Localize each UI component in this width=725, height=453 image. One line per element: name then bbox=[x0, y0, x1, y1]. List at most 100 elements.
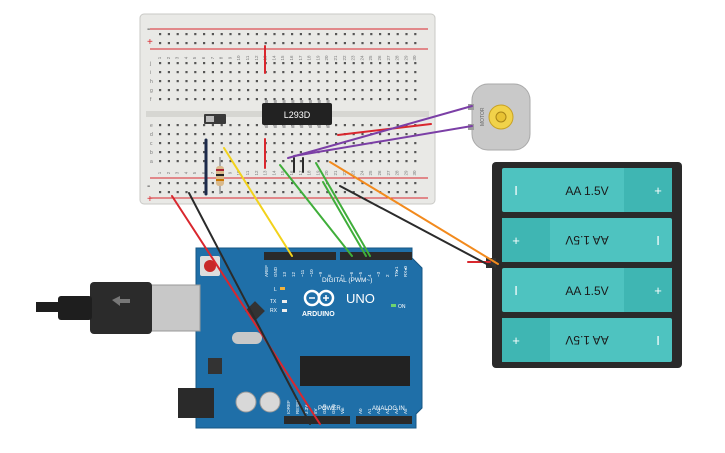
breadboard-hole[interactable] bbox=[317, 80, 320, 83]
rail-hole[interactable] bbox=[370, 33, 373, 36]
breadboard-hole[interactable] bbox=[255, 71, 258, 74]
breadboard-hole[interactable] bbox=[343, 80, 346, 83]
rail-hole[interactable] bbox=[211, 42, 214, 45]
breadboard-hole[interactable] bbox=[405, 89, 408, 92]
rail-hole[interactable] bbox=[343, 33, 346, 36]
breadboard-hole[interactable] bbox=[370, 71, 373, 74]
breadboard-hole[interactable] bbox=[379, 142, 382, 145]
rail-hole[interactable] bbox=[387, 33, 390, 36]
breadboard-hole[interactable] bbox=[299, 98, 302, 101]
breadboard-hole[interactable] bbox=[343, 124, 346, 127]
breadboard-hole[interactable] bbox=[211, 133, 214, 136]
breadboard-hole[interactable] bbox=[335, 71, 338, 74]
breadboard-hole[interactable] bbox=[229, 89, 232, 92]
breadboard-hole[interactable] bbox=[326, 151, 329, 154]
breadboard-hole[interactable] bbox=[211, 89, 214, 92]
rail-hole[interactable] bbox=[229, 182, 232, 185]
breadboard-hole[interactable] bbox=[194, 62, 197, 65]
rail-hole[interactable] bbox=[238, 42, 241, 45]
breadboard-hole[interactable] bbox=[185, 151, 188, 154]
rail-hole[interactable] bbox=[308, 191, 311, 194]
rail-hole[interactable] bbox=[396, 191, 399, 194]
breadboard-hole[interactable] bbox=[414, 98, 417, 101]
breadboard-hole[interactable] bbox=[203, 151, 206, 154]
breadboard-hole[interactable] bbox=[273, 98, 276, 101]
breadboard-hole[interactable] bbox=[379, 89, 382, 92]
breadboard-hole[interactable] bbox=[396, 71, 399, 74]
breadboard-hole[interactable] bbox=[211, 142, 214, 145]
breadboard-hole[interactable] bbox=[326, 98, 329, 101]
breadboard-hole[interactable] bbox=[405, 151, 408, 154]
breadboard-hole[interactable] bbox=[396, 62, 399, 65]
breadboard-hole[interactable] bbox=[396, 80, 399, 83]
breadboard-hole[interactable] bbox=[159, 142, 162, 145]
rail-hole[interactable] bbox=[299, 182, 302, 185]
wire-green-3[interactable] bbox=[322, 181, 367, 257]
rail-hole[interactable] bbox=[396, 33, 399, 36]
dc-motor[interactable]: MOTOR bbox=[468, 83, 531, 151]
breadboard-hole[interactable] bbox=[255, 89, 258, 92]
breadboard-hole[interactable] bbox=[379, 133, 382, 136]
breadboard-hole[interactable] bbox=[167, 80, 170, 83]
reset-button-cap[interactable] bbox=[204, 260, 216, 272]
breadboard-hole[interactable] bbox=[273, 142, 276, 145]
breadboard-hole[interactable] bbox=[308, 142, 311, 145]
breadboard-hole[interactable] bbox=[308, 133, 311, 136]
breadboard-hole[interactable] bbox=[247, 71, 250, 74]
rail-hole[interactable] bbox=[273, 191, 276, 194]
breadboard-hole[interactable] bbox=[282, 142, 285, 145]
breadboard-hole[interactable] bbox=[167, 62, 170, 65]
rail-hole[interactable] bbox=[352, 42, 355, 45]
breadboard-hole[interactable] bbox=[352, 98, 355, 101]
breadboard-hole[interactable] bbox=[405, 71, 408, 74]
breadboard-hole[interactable] bbox=[361, 133, 364, 136]
resistor[interactable] bbox=[216, 157, 224, 194]
breadboard-hole[interactable] bbox=[370, 124, 373, 127]
rail-hole[interactable] bbox=[379, 42, 382, 45]
breadboard-hole[interactable] bbox=[282, 89, 285, 92]
breadboard-hole[interactable] bbox=[273, 62, 276, 65]
breadboard-hole[interactable] bbox=[220, 133, 223, 136]
rail-hole[interactable] bbox=[317, 182, 320, 185]
breadboard-hole[interactable] bbox=[335, 151, 338, 154]
breadboard-hole[interactable] bbox=[282, 71, 285, 74]
rail-hole[interactable] bbox=[361, 33, 364, 36]
breadboard-hole[interactable] bbox=[299, 80, 302, 83]
breadboard-hole[interactable] bbox=[308, 89, 311, 92]
rail-hole[interactable] bbox=[167, 182, 170, 185]
rail-hole[interactable] bbox=[159, 33, 162, 36]
rail-hole[interactable] bbox=[335, 182, 338, 185]
breadboard-hole[interactable] bbox=[203, 142, 206, 145]
rail-hole[interactable] bbox=[308, 42, 311, 45]
breadboard-hole[interactable] bbox=[159, 151, 162, 154]
breadboard-hole[interactable] bbox=[211, 160, 214, 163]
breadboard-hole[interactable] bbox=[308, 71, 311, 74]
rail-hole[interactable] bbox=[387, 182, 390, 185]
breadboard-hole[interactable] bbox=[317, 62, 320, 65]
rail-hole[interactable] bbox=[326, 191, 329, 194]
breadboard-hole[interactable] bbox=[211, 80, 214, 83]
switch-knob[interactable] bbox=[206, 116, 214, 122]
breadboard-hole[interactable] bbox=[176, 98, 179, 101]
breadboard-hole[interactable] bbox=[159, 89, 162, 92]
breadboard-hole[interactable] bbox=[361, 142, 364, 145]
rail-hole[interactable] bbox=[352, 191, 355, 194]
breadboard-hole[interactable] bbox=[343, 71, 346, 74]
rail-hole[interactable] bbox=[396, 42, 399, 45]
breadboard-hole[interactable] bbox=[247, 124, 250, 127]
rail-hole[interactable] bbox=[282, 33, 285, 36]
rail-hole[interactable] bbox=[255, 33, 258, 36]
rail-hole[interactable] bbox=[194, 182, 197, 185]
breadboard-hole[interactable] bbox=[247, 98, 250, 101]
rail-hole[interactable] bbox=[361, 191, 364, 194]
rail-hole[interactable] bbox=[264, 182, 267, 185]
breadboard-hole[interactable] bbox=[273, 151, 276, 154]
breadboard-hole[interactable] bbox=[414, 133, 417, 136]
rail-hole[interactable] bbox=[185, 191, 188, 194]
breadboard-hole[interactable] bbox=[238, 133, 241, 136]
breadboard-hole[interactable] bbox=[159, 133, 162, 136]
breadboard-hole[interactable] bbox=[335, 124, 338, 127]
breadboard-hole[interactable] bbox=[414, 89, 417, 92]
breadboard-hole[interactable] bbox=[203, 62, 206, 65]
